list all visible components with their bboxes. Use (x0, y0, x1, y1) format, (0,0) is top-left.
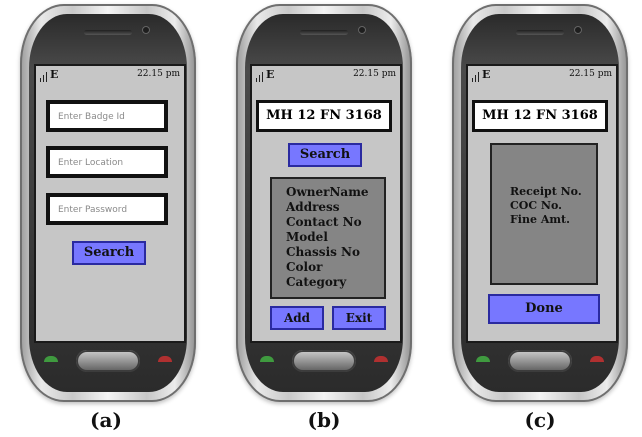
call-icon[interactable] (44, 356, 58, 362)
speaker-grille (84, 30, 132, 35)
speaker-grille (300, 30, 348, 35)
caption-c: (c) (524, 408, 556, 432)
fine-receipt-screen: E 22.15 pm MH 12 FN 3168 Receipt No. COC… (466, 64, 618, 343)
signal-icon (472, 72, 480, 82)
phone-controls (34, 346, 182, 380)
network-indicator: E (266, 68, 275, 81)
end-call-icon[interactable] (590, 356, 604, 362)
exit-button[interactable]: Exit (332, 306, 386, 330)
call-icon[interactable] (260, 356, 274, 362)
search-button[interactable]: Search (72, 241, 146, 265)
field-contact-no: Contact No (286, 215, 362, 229)
owner-details-panel: OwnerName Address Contact No Model Chass… (270, 177, 386, 299)
vehicle-details-screen: E 22.15 pm MH 12 FN 3168 Search OwnerNam… (250, 64, 402, 343)
field-owner-name: OwnerName (286, 185, 369, 199)
home-button[interactable] (76, 350, 140, 372)
field-coc-no: COC No. (510, 199, 562, 212)
password-input[interactable]: Enter Password (46, 193, 168, 225)
add-button[interactable]: Add (270, 306, 324, 330)
status-bar: E 22.15 pm (36, 66, 184, 84)
field-color: Color (286, 260, 323, 274)
done-button[interactable]: Done (488, 294, 600, 324)
status-time: 22.15 pm (137, 69, 180, 79)
login-screen: E 22.15 pm Enter Badge Id Enter Location… (34, 64, 186, 343)
camera-icon (574, 26, 582, 34)
field-address: Address (286, 200, 340, 214)
end-call-icon[interactable] (374, 356, 388, 362)
home-button[interactable] (292, 350, 356, 372)
field-receipt-no: Receipt No. (510, 185, 582, 198)
status-time: 22.15 pm (353, 69, 396, 79)
plate-number-field[interactable]: MH 12 FN 3168 (256, 100, 392, 132)
network-indicator: E (50, 68, 59, 81)
search-button[interactable]: Search (288, 143, 362, 167)
location-input[interactable]: Enter Location (46, 146, 168, 178)
camera-icon (142, 26, 150, 34)
plate-number-field[interactable]: MH 12 FN 3168 (472, 100, 608, 132)
signal-icon (40, 72, 48, 82)
field-category: Category (286, 275, 347, 289)
signal-icon (256, 72, 264, 82)
home-button[interactable] (508, 350, 572, 372)
camera-icon (358, 26, 366, 34)
badge-id-input[interactable]: Enter Badge Id (46, 100, 168, 132)
status-time: 22.15 pm (569, 69, 612, 79)
phone-a: E 22.15 pm Enter Badge Id Enter Location… (20, 4, 196, 402)
end-call-icon[interactable] (158, 356, 172, 362)
field-fine-amt: Fine Amt. (510, 213, 570, 226)
network-indicator: E (482, 68, 491, 81)
call-icon[interactable] (476, 356, 490, 362)
caption-b: (b) (307, 408, 341, 432)
receipt-panel: Receipt No. COC No. Fine Amt. (490, 143, 598, 285)
phone-b: E 22.15 pm MH 12 FN 3168 Search OwnerNam… (236, 4, 412, 402)
field-model: Model (286, 230, 328, 244)
speaker-grille (516, 30, 564, 35)
phone-controls (466, 346, 614, 380)
field-chassis-no: Chassis No (286, 245, 361, 259)
phone-c: E 22.15 pm MH 12 FN 3168 Receipt No. COC… (452, 4, 628, 402)
status-bar: E 22.15 pm (468, 66, 616, 84)
caption-a: (a) (90, 408, 122, 432)
status-bar: E 22.15 pm (252, 66, 400, 84)
phone-controls (250, 346, 398, 380)
